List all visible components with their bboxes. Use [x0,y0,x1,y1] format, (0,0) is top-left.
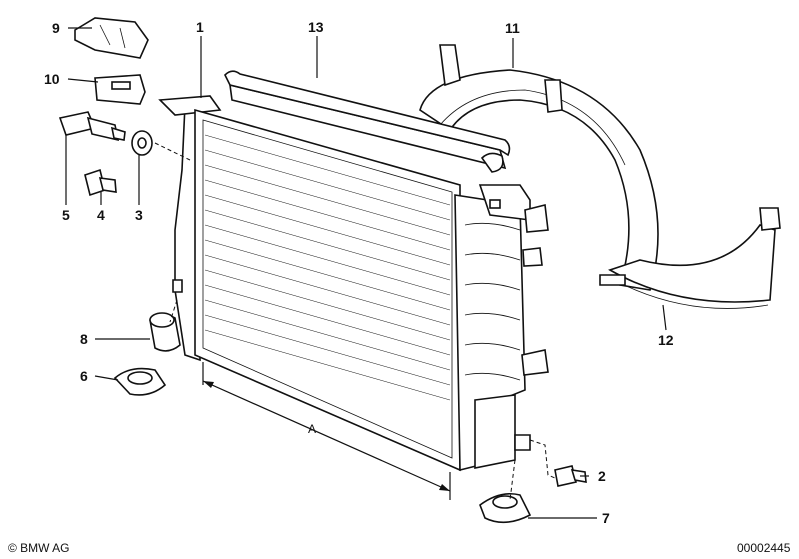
part-4-plug [84,168,117,197]
callout-11: 11 [505,20,520,36]
callout-13: 13 [308,19,324,35]
callout-4: 4 [97,207,105,223]
callout-5: 5 [62,207,70,223]
callout-8: 8 [80,331,88,347]
seal-strip [224,70,511,173]
part-7-grommet [479,492,532,524]
callout-6: 6 [80,368,88,384]
callout-1: 1 [196,19,204,35]
callout-7: 7 [602,510,610,526]
callout-10: 10 [44,71,60,87]
copyright-text: © BMW AG [8,541,70,555]
leader-lines [65,27,667,519]
part-5-sensor [58,111,126,142]
callout-9: 9 [52,20,60,36]
callout-2: 2 [598,468,606,484]
image-number: 00002445 [737,541,791,555]
callout-12: 12 [658,332,674,348]
part-10-bracket [94,74,146,105]
callout-3: 3 [135,207,143,223]
part-2-screw [554,465,587,487]
part-6-grommet [113,367,167,396]
radiator [158,95,549,472]
dimension-a: A [202,362,451,500]
part-8-rubber-mount [149,312,181,352]
radiator-fins [204,134,451,401]
part-3-washer [131,130,153,156]
part-9-clip [74,17,149,59]
dimension-label: A [308,422,316,436]
callouts: 9 10 5 4 3 8 6 1 13 11 12 2 7 [44,19,674,526]
fan-shroud [419,44,781,309]
